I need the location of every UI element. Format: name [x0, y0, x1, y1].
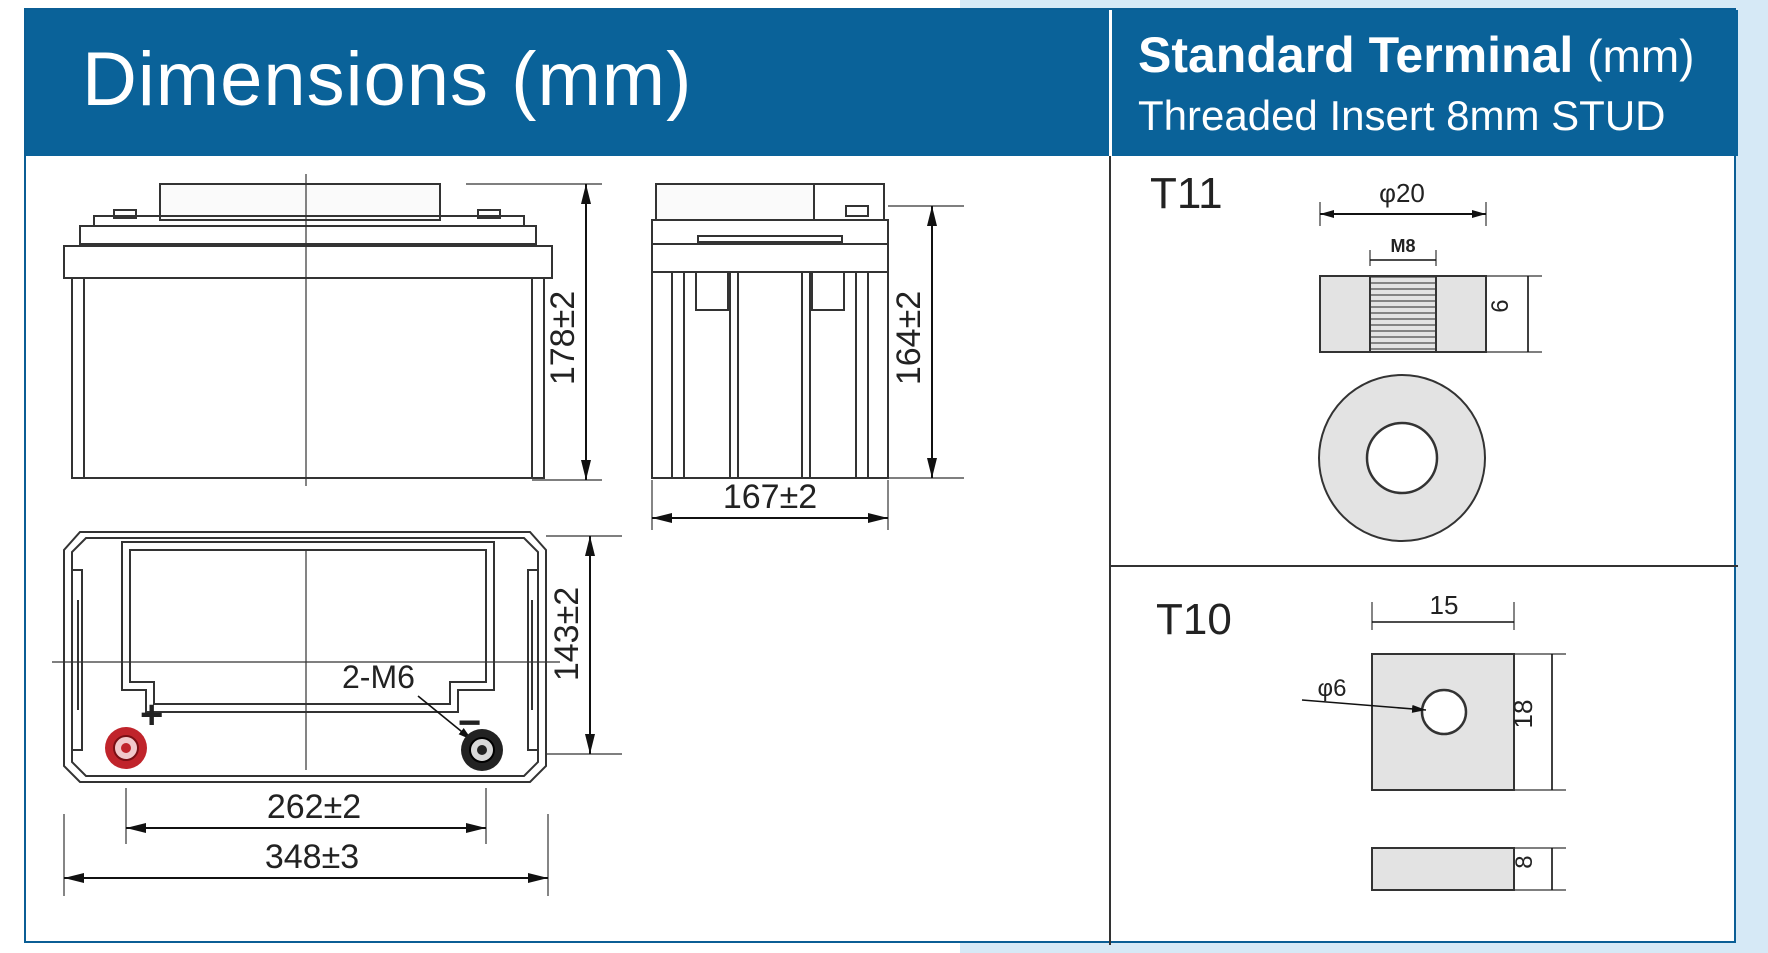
terminal-spacing-label: 262±2: [267, 788, 361, 826]
header-divider: [1109, 10, 1112, 156]
top-depth-label: 143±2: [548, 587, 586, 681]
negative-terminal-icon: [461, 729, 503, 771]
section-divider-horizontal: [1111, 565, 1738, 567]
t11-terminal: [1318, 202, 1542, 542]
t11-height-label: 6: [1487, 299, 1514, 312]
positive-sign: +: [140, 693, 163, 737]
dimensions-title: Dimensions (mm): [82, 37, 693, 122]
overall-length-label: 348±3: [265, 838, 359, 876]
t10-height-label: 18: [1508, 700, 1538, 729]
top-view: [52, 531, 622, 896]
t10-hole-label: φ6: [1318, 675, 1347, 702]
front-height-label: 178±2: [544, 291, 582, 385]
terminal-subtitle: Threaded Insert 8mm STUD: [1138, 92, 1666, 139]
side-height-label: 164±2: [890, 291, 928, 385]
positive-terminal-icon: [105, 727, 147, 769]
spec-panel: Dimensions (mm) Standard Terminal (mm) T…: [24, 8, 1738, 945]
section-divider-vertical: [1109, 156, 1111, 945]
t10-name: T10: [1156, 595, 1232, 644]
terminal-title-text: Standard Terminal: [1138, 27, 1574, 83]
technical-drawing: 178±2 164±2 167: [52, 169, 1566, 896]
t10-width-label: 15: [1430, 590, 1459, 620]
front-view: [63, 174, 602, 486]
bolt-label: 2-M6: [342, 659, 415, 695]
t11-diameter-label: φ20: [1379, 178, 1425, 208]
t10-thickness-label: 8: [1511, 855, 1538, 868]
terminal-title: Standard Terminal (mm): [1138, 26, 1694, 84]
t11-name: T11: [1150, 169, 1223, 218]
t10-terminal: [1301, 602, 1566, 891]
negative-sign: −: [458, 701, 481, 745]
side-view: [651, 183, 964, 530]
header-bar: Dimensions (mm) Standard Terminal (mm) T…: [26, 10, 1738, 156]
side-width-label: 167±2: [723, 478, 817, 516]
terminal-title-unit: (mm): [1587, 30, 1695, 82]
t11-thread-label: M8: [1390, 236, 1415, 256]
